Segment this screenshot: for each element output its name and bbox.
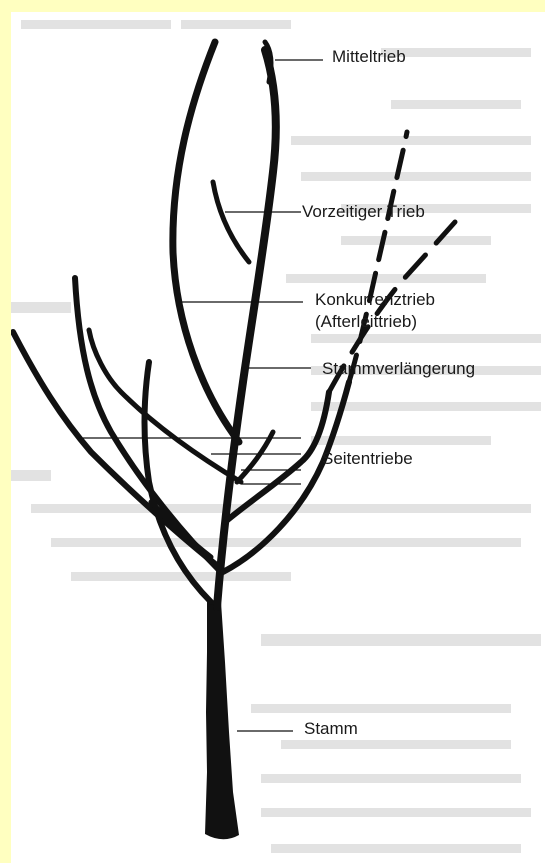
- label-seitentriebe: Seitentriebe: [322, 449, 413, 469]
- label-mitteltrieb: Mitteltrieb: [332, 47, 406, 67]
- label-vorzeitiger-trieb: Vorzeitiger Trieb: [302, 202, 425, 222]
- label-afterleittrieb: (Afterleittrieb): [315, 312, 417, 332]
- tree-diagram: [11, 12, 545, 863]
- premature-shoot: [213, 182, 249, 262]
- label-stammverlaengerung: Stammverlängerung: [322, 359, 475, 379]
- side-shoot-left-1: [75, 278, 221, 572]
- label-konkurrenztrieb: Konkurrenztrieb: [315, 290, 435, 310]
- side-shoot-left-4: [145, 362, 212, 602]
- competitor-branch: [173, 42, 239, 442]
- label-stamm: Stamm: [304, 719, 358, 739]
- book-page: Mitteltrieb Vorzeitiger Trieb Konkurrenz…: [11, 12, 545, 863]
- trunk-shape: [205, 602, 239, 839]
